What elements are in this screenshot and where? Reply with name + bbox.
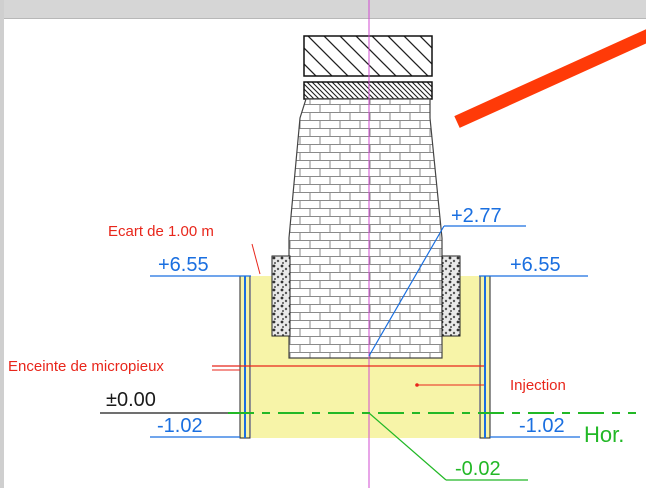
gravel-pad-left (271, 255, 291, 337)
orientation-arrow (454, 29, 646, 128)
injection-fill (251, 276, 479, 438)
level-label-right: +6.55 (510, 254, 561, 276)
pier-top-cap (303, 35, 433, 77)
ecart-label: Ecart de 1.00 m (108, 223, 214, 240)
minus-level-right: -1.02 (519, 415, 565, 437)
level-label-center: +2.77 (451, 205, 502, 227)
bottom-level-label: -0.02 (455, 458, 501, 480)
window-top-bar (0, 0, 646, 19)
gravel-pad-right (441, 255, 461, 337)
pier-cap-slab (303, 81, 433, 100)
injection-label: Injection (510, 377, 566, 394)
zero-level-label: ±0.00 (106, 389, 156, 411)
leader-line-center (368, 225, 445, 357)
leader-line-bottom (368, 412, 447, 481)
masonry-pier (288, 98, 443, 359)
minus-level-left: -1.02 (157, 415, 203, 437)
horizontal-label: Hor. (584, 422, 624, 447)
level-label-left: +6.55 (158, 254, 209, 276)
enceinte-label: Enceinte de micropieux (8, 358, 164, 375)
window-left-edge (0, 0, 4, 488)
